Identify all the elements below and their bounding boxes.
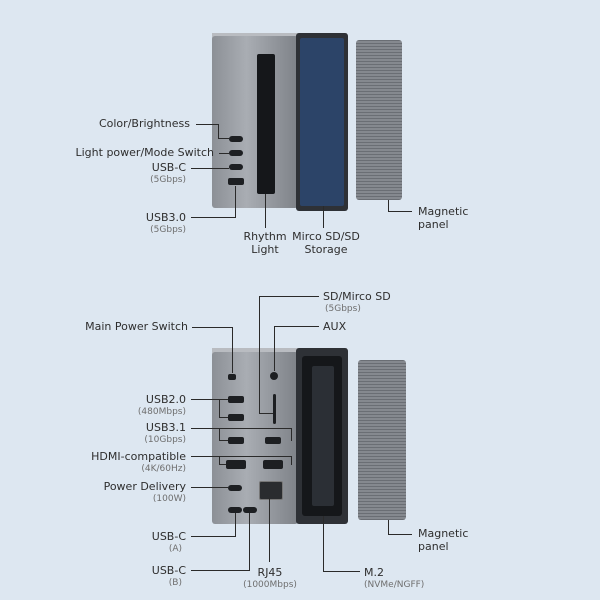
label-rhythm: Rhythm [243, 230, 287, 243]
label-m2: M.2 [364, 566, 384, 579]
mode-switch-button [229, 150, 243, 156]
label-usb31-speed: (10Gbps) [144, 435, 186, 445]
rj45-port [259, 481, 283, 500]
label-usb-c-b: USB-C [151, 564, 186, 577]
leader-magnetic-top [388, 200, 389, 212]
leader-usb31 [191, 428, 291, 429]
usb-c-a-port [228, 507, 242, 513]
label-magnetic-top-2: panel [418, 218, 449, 231]
sd-slot [273, 394, 276, 424]
hdmi-port-2 [263, 460, 283, 469]
label-hdmi: HDMI-compatible [91, 450, 186, 463]
label-power-delivery: Power Delivery [103, 480, 186, 493]
label-m2-spec: (NVMe/NGFF) [364, 580, 425, 590]
leader-usb-c-a [191, 536, 235, 537]
usb2-port-1 [228, 396, 244, 403]
leader-light-power-mode [219, 153, 229, 154]
label-usb-c-top-speed: (5Gbps) [150, 175, 186, 185]
leader-rj45 [269, 498, 270, 562]
label-usb20: USB2.0 [145, 393, 186, 406]
aux-port [270, 372, 278, 380]
leader-aux [274, 326, 319, 327]
label-usb31: USB3.1 [145, 421, 186, 434]
label-hdmi-spec: (4K/60Hz) [141, 464, 186, 474]
power-delivery-port [228, 485, 242, 491]
hdmi-port-1 [226, 460, 246, 469]
leader-power-delivery [191, 487, 228, 488]
label-usb30: USB3.0 [145, 211, 186, 224]
label-sd-micro: SD/Mirco SD [323, 290, 391, 303]
storage-bay [300, 38, 344, 206]
leader-usb30 [191, 217, 235, 218]
leader-sd-storage [323, 206, 324, 228]
usb-c-b-port [243, 507, 257, 513]
magnetic-panel-top [356, 40, 402, 200]
leader-usb20 [191, 399, 219, 400]
rhythm-light-bar [257, 54, 275, 194]
color-brightness-button [229, 136, 243, 142]
label-aux: AUX [323, 320, 347, 333]
label-usb-c-b-sub: (B) [168, 578, 182, 588]
label-sd-storage-2: Storage [304, 243, 348, 256]
usb3-port [228, 178, 244, 185]
label-power-delivery-spec: (100W) [152, 494, 186, 504]
usb31-port-1 [228, 437, 244, 444]
usb31-port-2 [265, 437, 281, 444]
leader-main-power-switch [192, 327, 232, 328]
leader-usb-c-b [191, 570, 249, 571]
leader-sd-micro [259, 296, 319, 297]
label-sd-micro-speed: (5Gbps) [325, 304, 361, 314]
label-usb-c-a: USB-C [151, 530, 186, 543]
leader-m2 [323, 516, 324, 572]
label-color-brightness: Color/Brightness [98, 117, 190, 130]
label-magnetic-bottom-2: panel [418, 540, 449, 553]
leader-rhythm [265, 194, 266, 228]
leader-color-brightness [196, 124, 218, 125]
m2-slot [312, 366, 334, 506]
bottom-hub-side-face [212, 352, 298, 524]
leader-magnetic-bottom [388, 520, 389, 535]
main-power-switch [228, 374, 236, 380]
usb-c-port [229, 164, 243, 170]
label-usb-c-a-sub: (A) [168, 544, 182, 554]
label-magnetic-top-1: Magnetic [418, 205, 469, 218]
label-sd-storage-1: Mirco SD/SD [292, 230, 360, 243]
label-magnetic-bottom-1: Magnetic [418, 527, 469, 540]
usb2-port-2 [228, 414, 244, 421]
top-hub-side-face [212, 36, 298, 208]
leader-hdmi [191, 456, 291, 457]
label-rj45-spec: (1000Mbps) [243, 580, 297, 590]
label-light-power-mode: Light power/Mode Switch [75, 146, 215, 159]
label-usb-c-top: USB-C [151, 161, 186, 174]
magnetic-panel-bottom [358, 360, 406, 520]
label-usb20-speed: (480Mbps) [137, 407, 186, 417]
label-main-power-switch: Main Power Switch [85, 320, 188, 333]
label-usb30-speed: (5Gbps) [150, 225, 186, 235]
leader-usb-c-top [191, 168, 229, 169]
label-rj45: RJ45 [257, 566, 283, 579]
label-light: Light [251, 243, 279, 256]
